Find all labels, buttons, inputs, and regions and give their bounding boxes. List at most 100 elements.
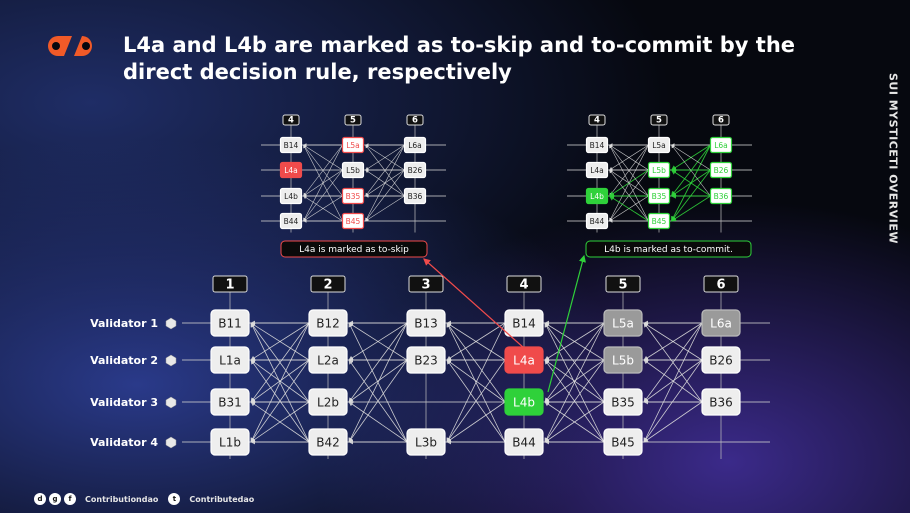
discord-icon[interactable]: d xyxy=(34,493,46,505)
block-b45: B45 xyxy=(603,428,643,456)
block-box xyxy=(308,388,348,416)
inset-caption: L4a is marked as to-skip xyxy=(299,245,409,255)
block-box xyxy=(603,346,643,374)
dag-edge xyxy=(250,322,310,403)
block-l6a: L6a xyxy=(403,136,427,154)
round-header xyxy=(408,275,444,293)
github-icon[interactable]: g xyxy=(49,493,61,505)
footer-handle-2[interactable]: Contributedao xyxy=(189,494,255,504)
block-b13: B13 xyxy=(406,309,446,337)
dag-edge xyxy=(609,144,649,222)
dag-edge xyxy=(303,169,343,222)
block-label: L4b xyxy=(590,192,604,201)
round-header xyxy=(406,114,424,126)
dag-edge xyxy=(671,144,711,197)
block-box xyxy=(709,161,733,179)
block-label: B35 xyxy=(346,192,361,201)
dag-edge xyxy=(303,144,343,222)
block-b36: B36 xyxy=(709,187,733,205)
dag-edge xyxy=(250,322,310,443)
validator-cube-icon xyxy=(165,396,177,409)
block-box xyxy=(406,346,446,374)
to-skip-connector xyxy=(423,258,525,349)
dag-edge xyxy=(643,322,703,443)
block-label: L6a xyxy=(408,141,422,150)
block-box xyxy=(279,136,303,154)
block-l4a: L4a xyxy=(585,161,609,179)
block-l2a: L2a xyxy=(308,346,348,374)
block-l5a: L5a xyxy=(603,309,643,337)
dag-edge xyxy=(544,322,605,443)
block-box xyxy=(210,388,250,416)
round-header xyxy=(310,275,346,293)
dag-edge xyxy=(446,359,506,403)
block-b44: B44 xyxy=(504,428,544,456)
dag-edge xyxy=(670,144,711,171)
block-label: L5b xyxy=(346,166,360,175)
twitter-icon[interactable]: t xyxy=(168,493,181,505)
dag-edge xyxy=(365,169,405,222)
block-label: B44 xyxy=(590,217,605,226)
block-label: B44 xyxy=(512,436,536,450)
block-box xyxy=(647,212,671,230)
facebook-icon[interactable]: f xyxy=(64,493,76,505)
dag-edge xyxy=(544,359,605,443)
block-b36: B36 xyxy=(701,388,741,416)
block-box xyxy=(585,136,609,154)
block-label: B45 xyxy=(611,436,635,450)
dag-edge xyxy=(250,359,310,443)
dag-edge xyxy=(446,322,506,361)
dag-edge xyxy=(250,401,310,443)
block-b42: B42 xyxy=(308,428,348,456)
block-label: L5b xyxy=(652,166,666,175)
block-box xyxy=(403,136,427,154)
block-label: B26 xyxy=(408,166,423,175)
block-box xyxy=(709,187,733,205)
block-label: B13 xyxy=(414,317,438,331)
block-box xyxy=(585,161,609,179)
block-b31: B31 xyxy=(210,388,250,416)
block-label: L3b xyxy=(415,436,437,450)
round-label: 6 xyxy=(718,116,724,126)
block-box xyxy=(210,346,250,374)
dag-edge xyxy=(250,322,310,361)
dag-edge xyxy=(348,322,408,361)
round-header xyxy=(712,114,730,126)
validator-label: Validator 3 xyxy=(90,396,158,409)
block-b44: B44 xyxy=(279,212,303,230)
round-header xyxy=(282,114,300,126)
round-label: 6 xyxy=(412,116,418,126)
block-l5b: L5b xyxy=(341,161,365,179)
round-header xyxy=(344,114,362,126)
footer-handle-1[interactable]: Contributiondao xyxy=(85,494,159,504)
block-l1b: L1b xyxy=(210,428,250,456)
block-b26: B26 xyxy=(403,161,427,179)
dag-edge xyxy=(670,195,711,222)
block-label: L1a xyxy=(219,354,241,368)
block-label: L2b xyxy=(317,396,339,410)
block-label: L4a xyxy=(284,166,298,175)
dag-edge xyxy=(250,359,310,403)
dag-edge xyxy=(544,322,605,361)
block-b45: B45 xyxy=(341,212,365,230)
block-label: B42 xyxy=(316,436,340,450)
block-box xyxy=(279,187,303,205)
block-box xyxy=(341,136,365,154)
block-b26: B26 xyxy=(701,346,741,374)
block-b36: B36 xyxy=(403,187,427,205)
contributiondao-logo-icon xyxy=(48,36,92,56)
block-label: B14 xyxy=(590,141,605,150)
block-box xyxy=(308,428,348,456)
block-label: B36 xyxy=(408,192,423,201)
inset-caption: L4b is marked as to-commit. xyxy=(604,245,733,255)
block-b26: B26 xyxy=(709,161,733,179)
block-label: L5a xyxy=(652,141,666,150)
block-label: B26 xyxy=(709,354,733,368)
block-l5a: L5a xyxy=(647,136,671,154)
block-b35: B35 xyxy=(341,187,365,205)
dag-edge xyxy=(302,195,343,222)
block-b14: B14 xyxy=(504,309,544,337)
dag-edge xyxy=(348,359,408,403)
block-box xyxy=(504,388,544,416)
